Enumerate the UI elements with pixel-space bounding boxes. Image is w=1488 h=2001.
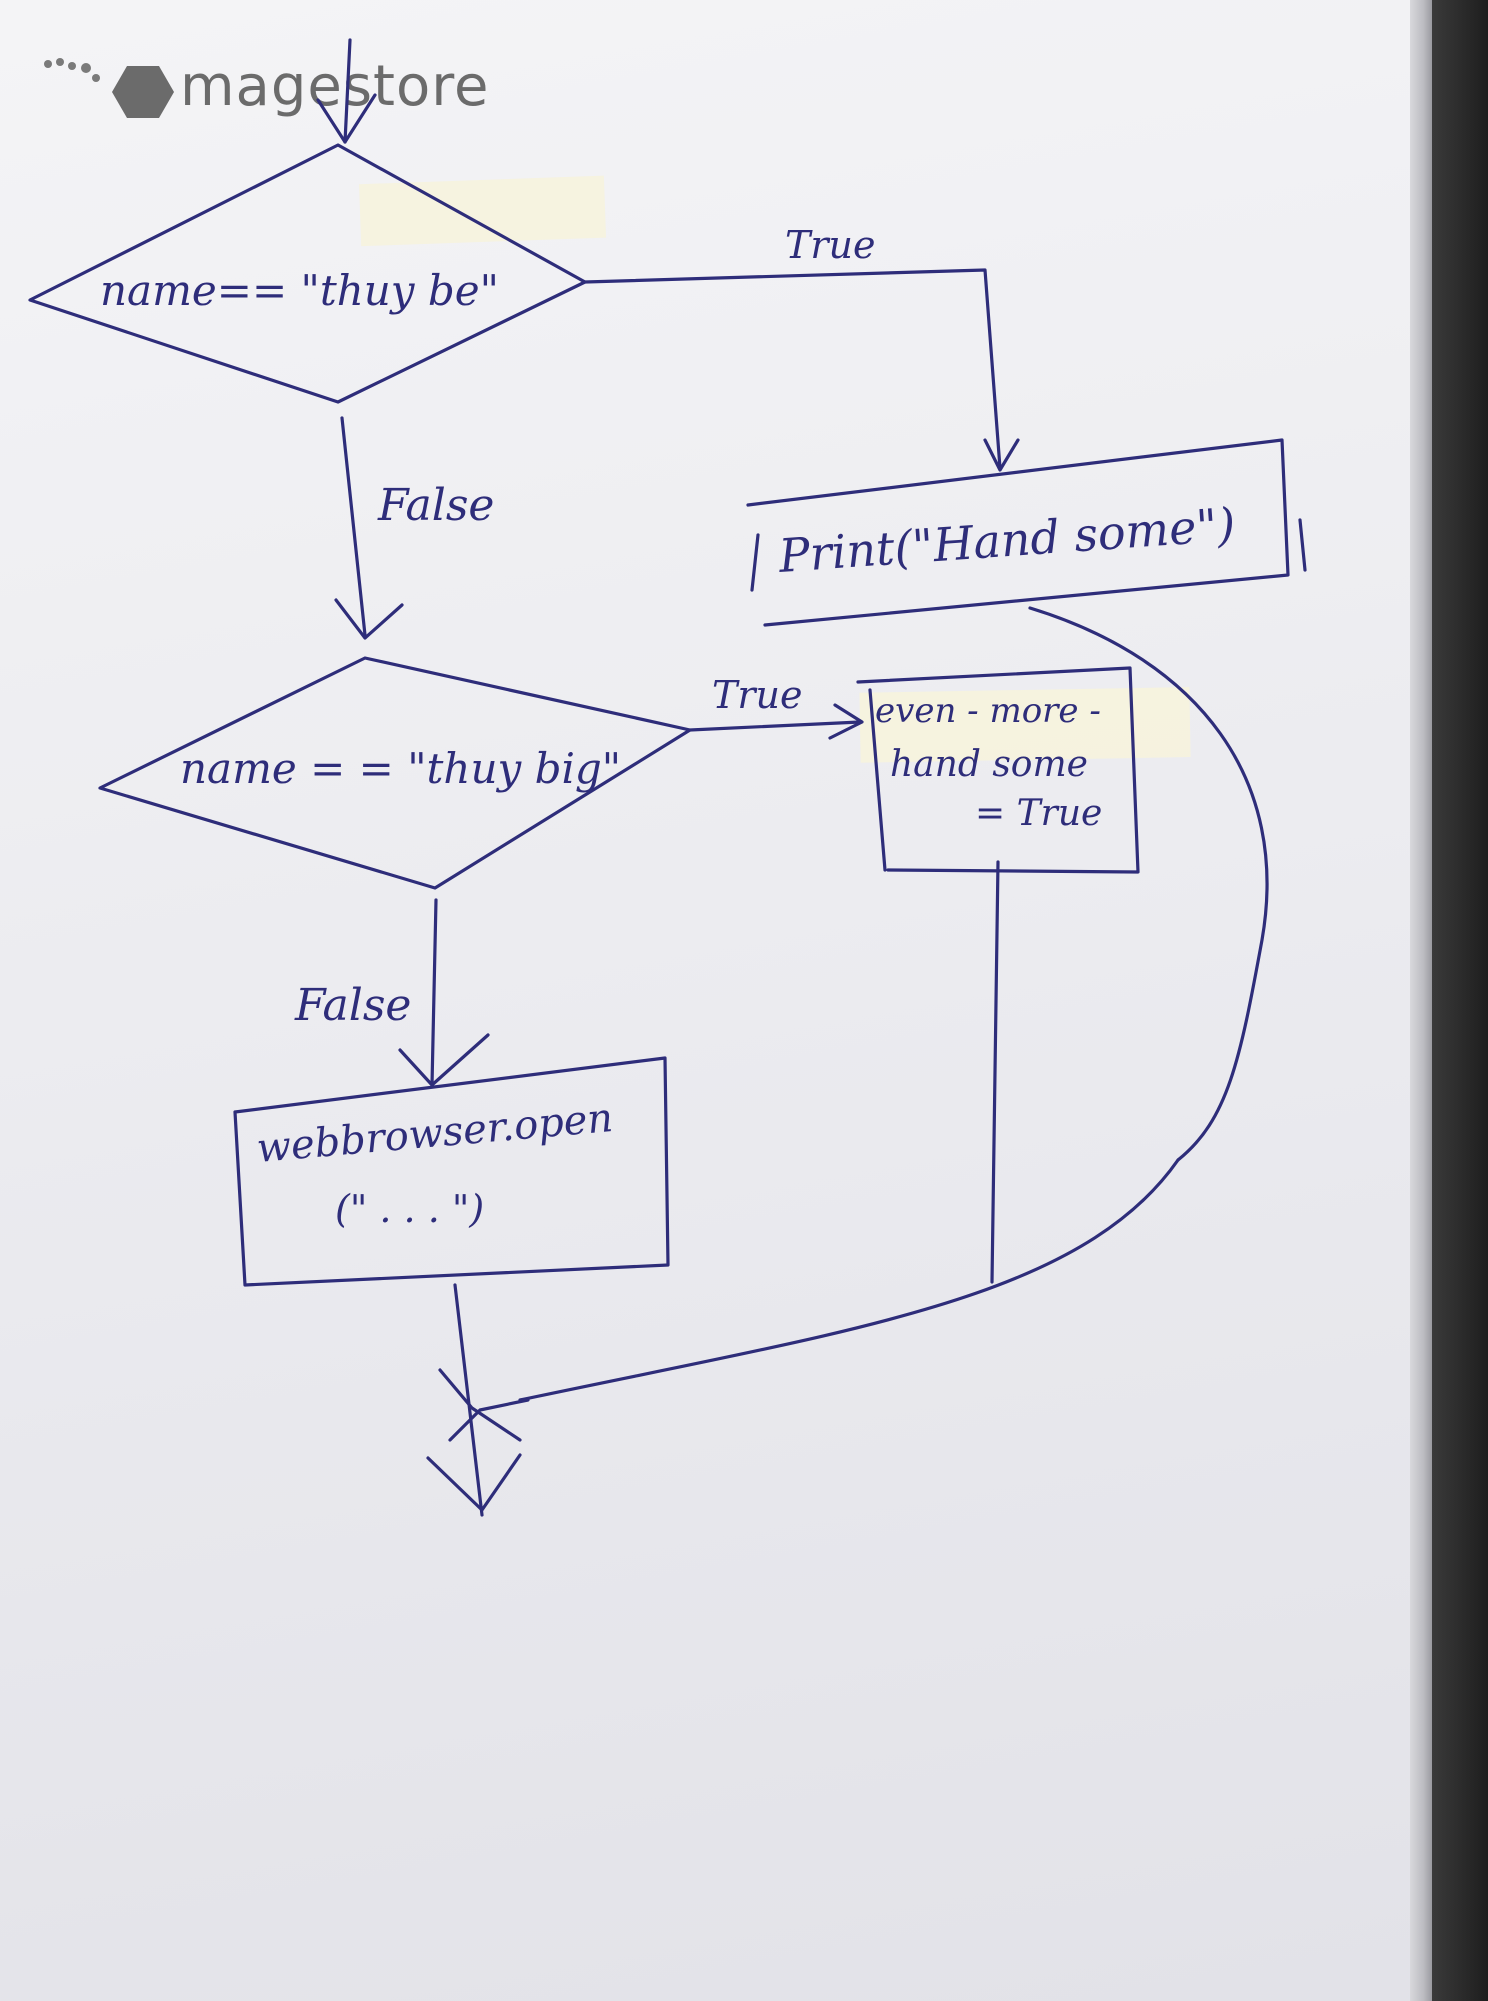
decision-1-text: name== "thuy be": [100, 266, 499, 315]
decision-2-text: name = = "thuy big": [180, 744, 621, 793]
web-line-1: webbrowser.open: [255, 1095, 615, 1172]
hexagon-logo-icon: [112, 66, 174, 118]
decision-diamond-1: name== "thuy be": [28, 143, 587, 404]
tape-strip: [859, 687, 1191, 763]
process-print-text: Print("Hand some"): [776, 497, 1237, 583]
assign-line-1: even - more -: [875, 691, 1101, 731]
entry-arrow: [316, 38, 377, 144]
true-label-1: True: [785, 223, 875, 267]
process-print-box: Print("Hand some"): [746, 438, 1307, 627]
brand-logo: magestore: [42, 52, 489, 122]
logo-text: magestore: [180, 54, 490, 119]
true-label-2: True: [712, 673, 802, 717]
merge-line-print: [1028, 606, 1269, 1162]
assign-line-3: = True: [975, 793, 1102, 834]
logo-dots-icon: [44, 58, 100, 82]
paper-edge: [1410, 0, 1432, 2001]
paper-sheet: [0, 0, 1420, 2001]
merge-line-print-lower: [518, 1158, 1180, 1402]
tape-strip: [359, 175, 607, 247]
false-arrow-1: False: [334, 416, 494, 640]
false-label-1: False: [377, 480, 494, 531]
merge-line-assign: [990, 860, 1000, 1284]
binder-background: [1432, 0, 1488, 2001]
true-arrow-1: True: [583, 223, 1020, 472]
assign-line-2: hand some: [890, 744, 1088, 785]
true-arrow-2: True: [688, 673, 864, 740]
process-assign-box: even - more - hand some = True: [856, 666, 1140, 874]
process-web-box: webbrowser.open (" . . . "): [233, 1056, 670, 1287]
false-label-2: False: [294, 980, 411, 1031]
web-line-2: (" . . . "): [335, 1187, 484, 1231]
false-arrow-2: False: [294, 898, 490, 1087]
exit-arrow: [426, 1283, 530, 1517]
decision-diamond-2: name = = "thuy big": [98, 656, 692, 890]
